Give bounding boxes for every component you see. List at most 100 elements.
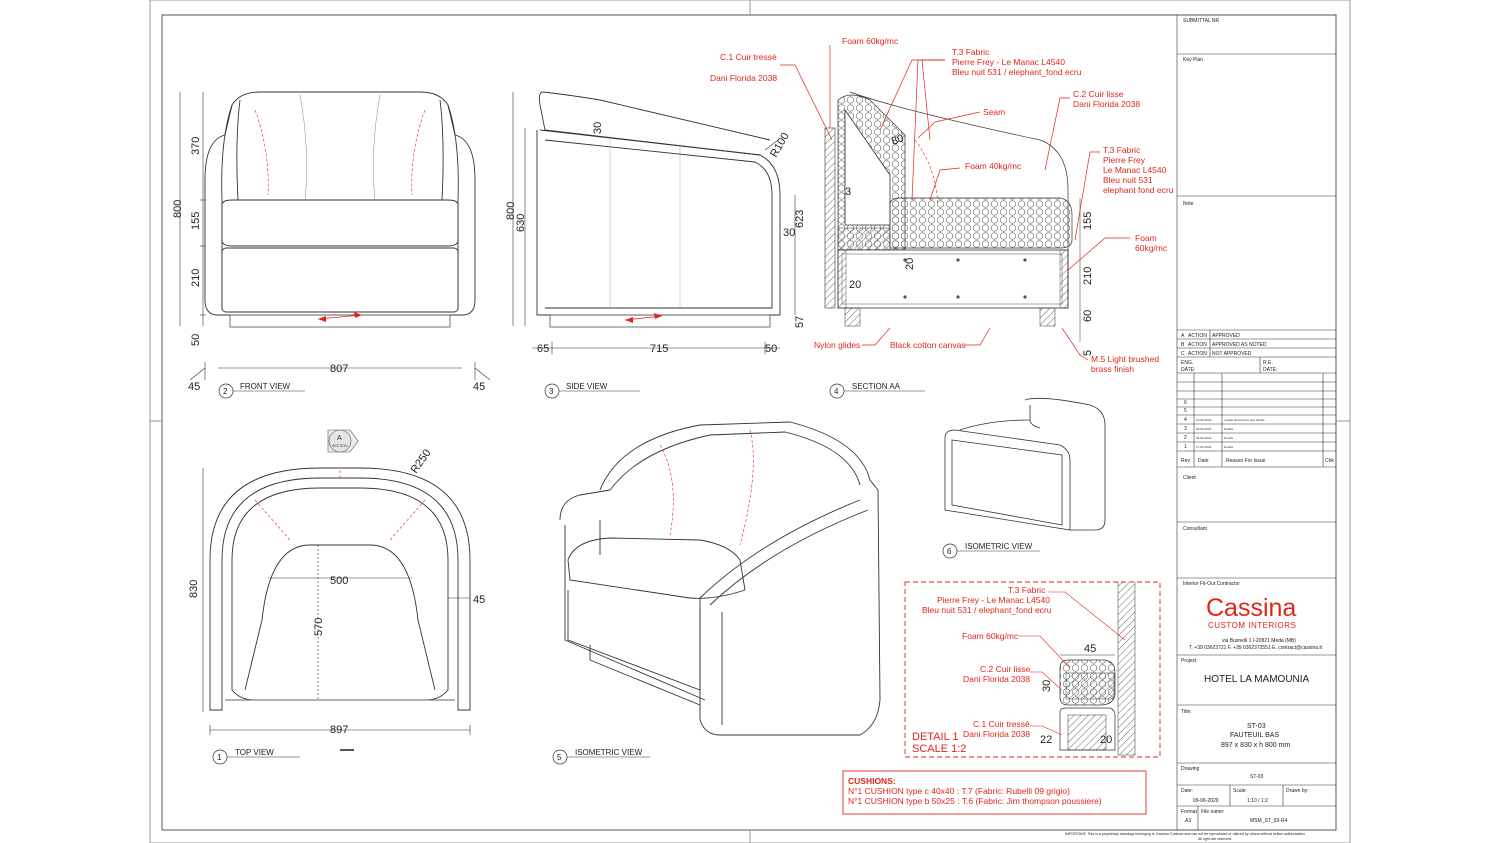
svg-text:ST-03: ST-03 xyxy=(1247,723,1266,730)
svg-text:09-06-2020: 09-06-2020 xyxy=(1193,798,1219,804)
iso6-label: ISOMETRIC VIEW xyxy=(965,542,1033,551)
iso5-number: 5 xyxy=(557,753,562,762)
svg-text:Drawing: Drawing xyxy=(1181,766,1200,772)
detail-annotation-foam: Foam 60kg/mc xyxy=(962,631,1019,641)
side-dim-630: 630 xyxy=(515,214,527,232)
svg-text:60kg/mc: 60kg/mc xyxy=(1135,243,1168,253)
tb-contractor: Interior Fit-Out Contractor xyxy=(1183,581,1240,587)
svg-text:Pierre Frey: Pierre Frey xyxy=(1103,155,1146,165)
svg-text:Reason For Issue: Reason For Issue xyxy=(1226,458,1266,464)
detail-annotation-t3: T.3 Fabric Pierre Frey - Le Manac L4540 … xyxy=(922,585,1052,615)
svg-text:Bleu nuit 531 / elephant_fond: Bleu nuit 531 / elephant_fond ecru xyxy=(952,67,1082,77)
front-view-label: FRONT VIEW xyxy=(240,382,291,391)
section-base-box xyxy=(837,249,1069,309)
svg-text:5: 5 xyxy=(1184,408,1187,414)
svg-text:Chk: Chk xyxy=(1325,458,1334,464)
top-dim-830: 830 xyxy=(188,580,200,598)
svg-text:Format: Format xyxy=(1181,809,1197,815)
top-view-label: TOP VIEW xyxy=(235,748,274,757)
top-dim-r250: R250 xyxy=(409,447,434,475)
project-name: HOTEL LA MAMOUNIA xyxy=(1204,674,1310,685)
tb-key-plan: Key Plan xyxy=(1183,57,1203,63)
tb-note: Note xyxy=(1183,201,1194,207)
title-block xyxy=(1176,15,1336,830)
title-block-text: SUBMITTAL NR Key Plan Note A ACTION APPR… xyxy=(1065,18,1334,841)
svg-text:NOT APPROVED: NOT APPROVED xyxy=(1212,351,1252,357)
svg-text:C.1 Cuir tressè: C.1 Cuir tressè xyxy=(720,52,777,62)
svg-text:T.3 Fabric: T.3 Fabric xyxy=(952,47,990,57)
section-dim-5: 5 xyxy=(1082,350,1094,356)
svg-text:A3: A3 xyxy=(1185,818,1191,824)
iso6-number: 6 xyxy=(947,547,952,556)
svg-text:M.5 Light brushed: M.5 Light brushed xyxy=(1091,354,1159,364)
svg-text:Rev.: Rev. xyxy=(1181,458,1191,464)
svg-text:FAUTEUIL BAS: FAUTEUIL BAS xyxy=(1230,732,1279,739)
svg-text:3: 3 xyxy=(1184,426,1187,432)
detail-dim-22: 22 xyxy=(1040,734,1052,746)
svg-text:elephant fond ecru: elephant fond ecru xyxy=(1103,185,1174,195)
top-dim-570: 570 xyxy=(313,618,325,636)
svg-text:T.3 Fabric: T.3 Fabric xyxy=(1103,145,1141,155)
detail-scale: SCALE 1:2 xyxy=(912,743,966,755)
section-dim-60: 60 xyxy=(1082,310,1094,322)
tb-consultant: Consultant xyxy=(1183,526,1208,532)
svg-text:Details: Details xyxy=(1224,427,1234,431)
cassina-logo-sub: CUSTOM INTERIORS xyxy=(1208,621,1296,630)
svg-text:6: 6 xyxy=(1184,400,1187,406)
svg-text:1:10 / 1:2: 1:10 / 1:2 xyxy=(1247,798,1268,804)
svg-text:Title:: Title: xyxy=(1181,709,1192,715)
front-dim-50: 50 xyxy=(190,334,202,346)
svg-text:via Busnelli 1 I-20821 Meda (M: via Busnelli 1 I-20821 Meda (MB) xyxy=(1222,638,1296,644)
svg-text:2: 2 xyxy=(1184,435,1187,441)
svg-text:1: 1 xyxy=(1184,444,1187,450)
section-number: 4 xyxy=(834,387,839,396)
detail-dim-30: 30 xyxy=(1041,680,1053,692)
section-annotation-t3-right: T.3 Fabric Pierre Frey Le Manac L4540 Bl… xyxy=(1103,145,1174,195)
side-view-drawing xyxy=(536,91,781,328)
isometric-view-small: 6 ISOMETRIC VIEW xyxy=(942,397,1106,559)
svg-text:Le Manac L4540: Le Manac L4540 xyxy=(1103,165,1167,175)
side-dim-715: 715 xyxy=(650,343,668,355)
svg-text:Pierre Frey - Le Manac L4540: Pierre Frey - Le Manac L4540 xyxy=(952,57,1065,67)
section-dim-3: 3 xyxy=(845,186,851,198)
section-label: SECTION AA xyxy=(852,382,901,391)
svg-text:C: C xyxy=(1181,351,1185,357)
detail-dim-45: 45 xyxy=(1084,643,1096,655)
front-dim-370: 370 xyxy=(190,137,202,155)
svg-text:DATE:: DATE: xyxy=(1181,367,1195,373)
top-dim-45: 45 xyxy=(473,594,485,606)
side-dim-30-top: 30 xyxy=(592,122,604,134)
side-dim-57: 57 xyxy=(794,316,806,328)
tb-submittal: SUBMITTAL NR xyxy=(1183,18,1220,24)
svg-text:File name:: File name: xyxy=(1201,809,1224,815)
svg-text:Dani Florida 2038: Dani Florida 2038 xyxy=(710,73,777,83)
svg-text:Bleu nuit 531 / elephant_fond: Bleu nuit 531 / elephant_fond ecru xyxy=(922,605,1052,615)
side-dim-50: 50 xyxy=(765,343,777,355)
svg-text:SECTION: SECTION xyxy=(332,444,348,448)
section-dim-20a: 20 xyxy=(904,258,916,270)
svg-text:T.3 Fabric: T.3 Fabric xyxy=(1008,585,1046,595)
detail-annotation-c1: C.1 Cuir tressè Dani Florida 2038 xyxy=(963,719,1030,739)
front-dim-800: 800 xyxy=(172,200,184,218)
svg-text:N°1 CUSHION type c 40x40 : T.7: N°1 CUSHION type c 40x40 : T.7 (Fabric: … xyxy=(848,786,1070,796)
svg-text:Dani Florida 2038: Dani Florida 2038 xyxy=(1073,99,1140,109)
svg-text:brass finish: brass finish xyxy=(1091,364,1134,374)
svg-text:Details: Details xyxy=(1224,436,1234,440)
section-annotation-m5: M.5 Light brushed brass finish xyxy=(1091,354,1159,374)
svg-text:Project: Project xyxy=(1181,658,1197,664)
svg-text:05-06-2020: 05-06-2020 xyxy=(1196,436,1212,440)
svg-text:Pierre Frey - Le Manac L4540: Pierre Frey - Le Manac L4540 xyxy=(937,595,1050,605)
section-annotation-c2: C.2 Cuir lisse Dani Florida 2038 xyxy=(1073,89,1140,109)
front-view: 370 155 210 50 800 807 45 45 2 FRONT VIE… xyxy=(172,91,491,399)
isometric-view-large: 5 ISOMETRIC VIEW xyxy=(552,421,881,765)
svg-text:update dimensions and details: update dimensions and details xyxy=(1224,418,1265,422)
svg-text:APPROVED: APPROVED xyxy=(1212,333,1240,339)
svg-text:Drawn by:: Drawn by: xyxy=(1286,788,1309,794)
svg-text:897 x 830 x h 800 mm: 897 x 830 x h 800 mm xyxy=(1221,742,1290,749)
svg-text:T. +39 03623721 F. +39 0362372: T. +39 03623721 F. +39 0362372551 E. con… xyxy=(1189,645,1323,651)
svg-text:A: A xyxy=(337,435,342,442)
front-dim-807: 807 xyxy=(330,363,348,375)
section-annotation-foam60: Foam 60kg/mc xyxy=(842,36,899,46)
top-view: 830 500 570 45 897 R250 A SECTION 1 TOP … xyxy=(188,429,485,765)
